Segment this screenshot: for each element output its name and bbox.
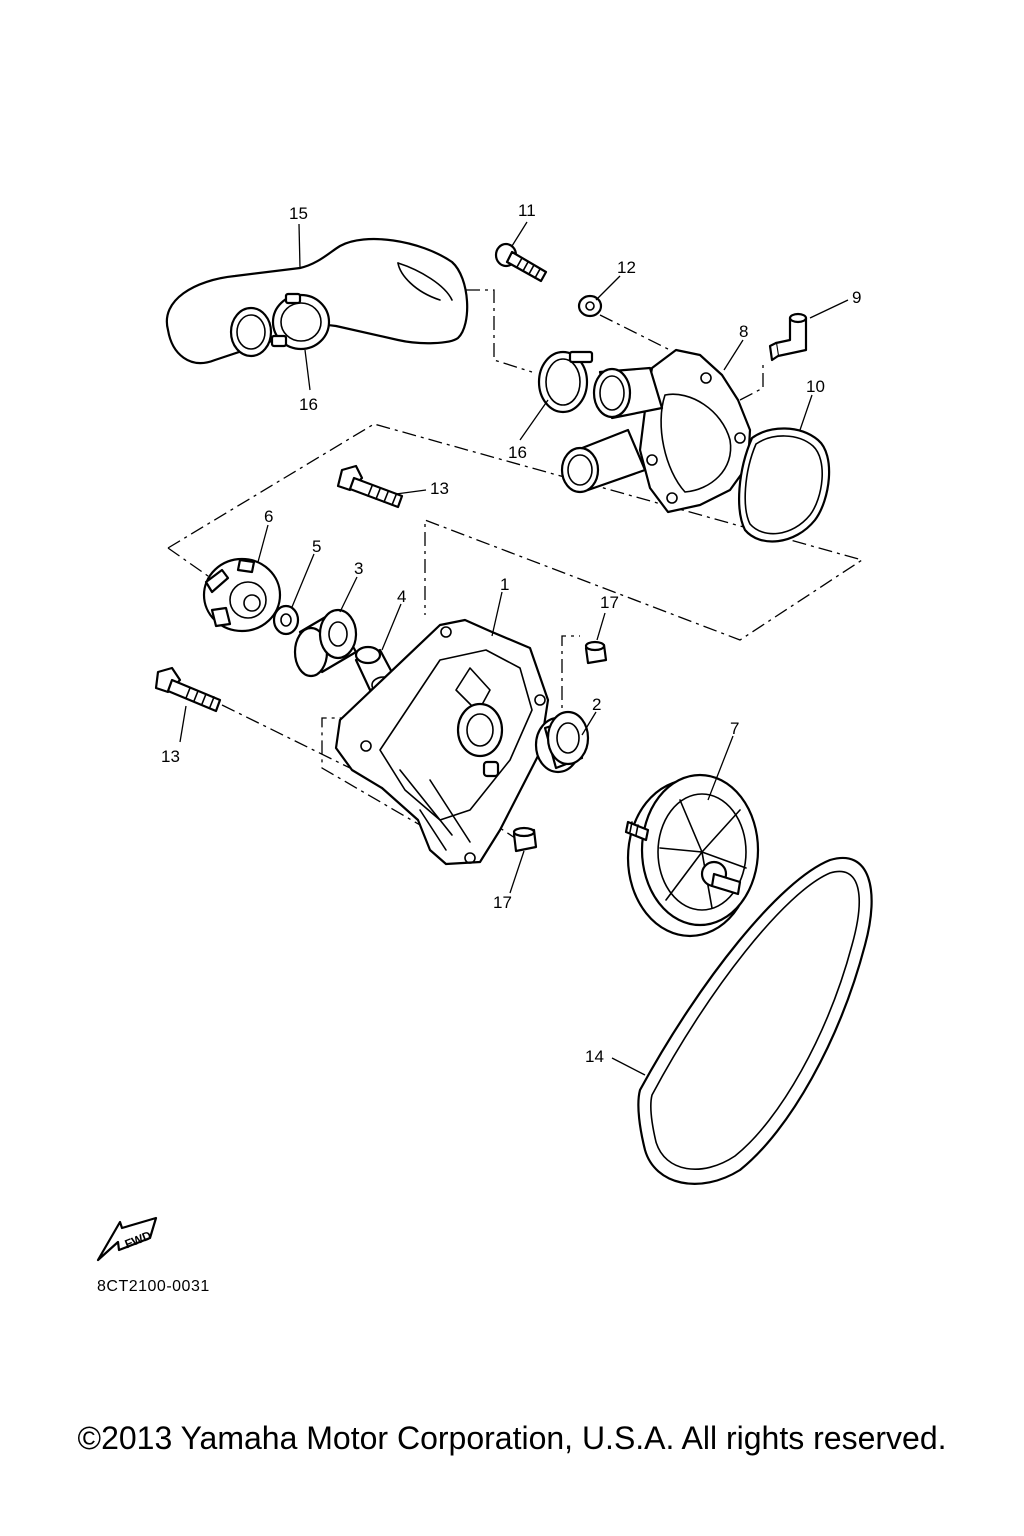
callout-15: 15	[289, 204, 308, 223]
callout-1: 1	[500, 575, 509, 594]
mechanical-seal	[293, 608, 358, 678]
callout-7: 7	[730, 719, 739, 738]
assembly-reference-lines	[167, 289, 864, 839]
drive-belt	[637, 857, 873, 1185]
callout-6: 6	[264, 507, 273, 526]
callout-4: 4	[397, 587, 406, 606]
callout-3: 3	[354, 559, 363, 578]
leader-lines	[179, 221, 849, 1076]
washer-12	[577, 294, 603, 318]
bearing	[534, 710, 590, 774]
dowel-pin-upper	[584, 640, 608, 665]
pump-housing	[334, 618, 550, 866]
callout-16-upper: 16	[299, 395, 318, 414]
bolt-13-lower	[154, 666, 222, 713]
pulley	[624, 773, 760, 938]
callout-13-upper: 13	[430, 479, 449, 498]
impeller	[202, 557, 282, 633]
drawing-code: 8CT2100-0031	[97, 1278, 210, 1295]
hose-clamp-lower	[537, 350, 594, 414]
pump-cover	[560, 348, 752, 514]
callout-11: 11	[518, 201, 536, 220]
bolt-11	[494, 242, 548, 283]
hose-clamp-upper	[270, 292, 331, 351]
callout-16-lower: 16	[508, 443, 527, 462]
callout-17-upper: 17	[600, 593, 619, 612]
callout-8: 8	[739, 322, 748, 341]
gasket-o-ring	[738, 427, 831, 543]
callout-12: 12	[617, 258, 636, 277]
callout-numbers: 1 2 3 4 5 6 7 8 9 10 11 12 13 13 14 15 1…	[161, 201, 861, 1066]
callout-5: 5	[312, 537, 321, 556]
fwd-arrow-icon: FWD	[96, 1216, 158, 1262]
elbow-fitting	[768, 312, 808, 362]
callout-9: 9	[852, 288, 861, 307]
callout-14: 14	[585, 1047, 604, 1066]
washer-5	[272, 604, 300, 636]
callout-13-lower: 13	[161, 747, 180, 766]
copyright-notice: ©2013 Yamaha Motor Corporation, U.S.A. A…	[77, 1420, 947, 1456]
bolt-13-upper	[336, 464, 404, 509]
callout-10: 10	[806, 377, 825, 396]
callout-17-lower: 17	[493, 893, 512, 912]
callout-2: 2	[592, 695, 601, 714]
dowel-pin-lower	[512, 826, 538, 853]
